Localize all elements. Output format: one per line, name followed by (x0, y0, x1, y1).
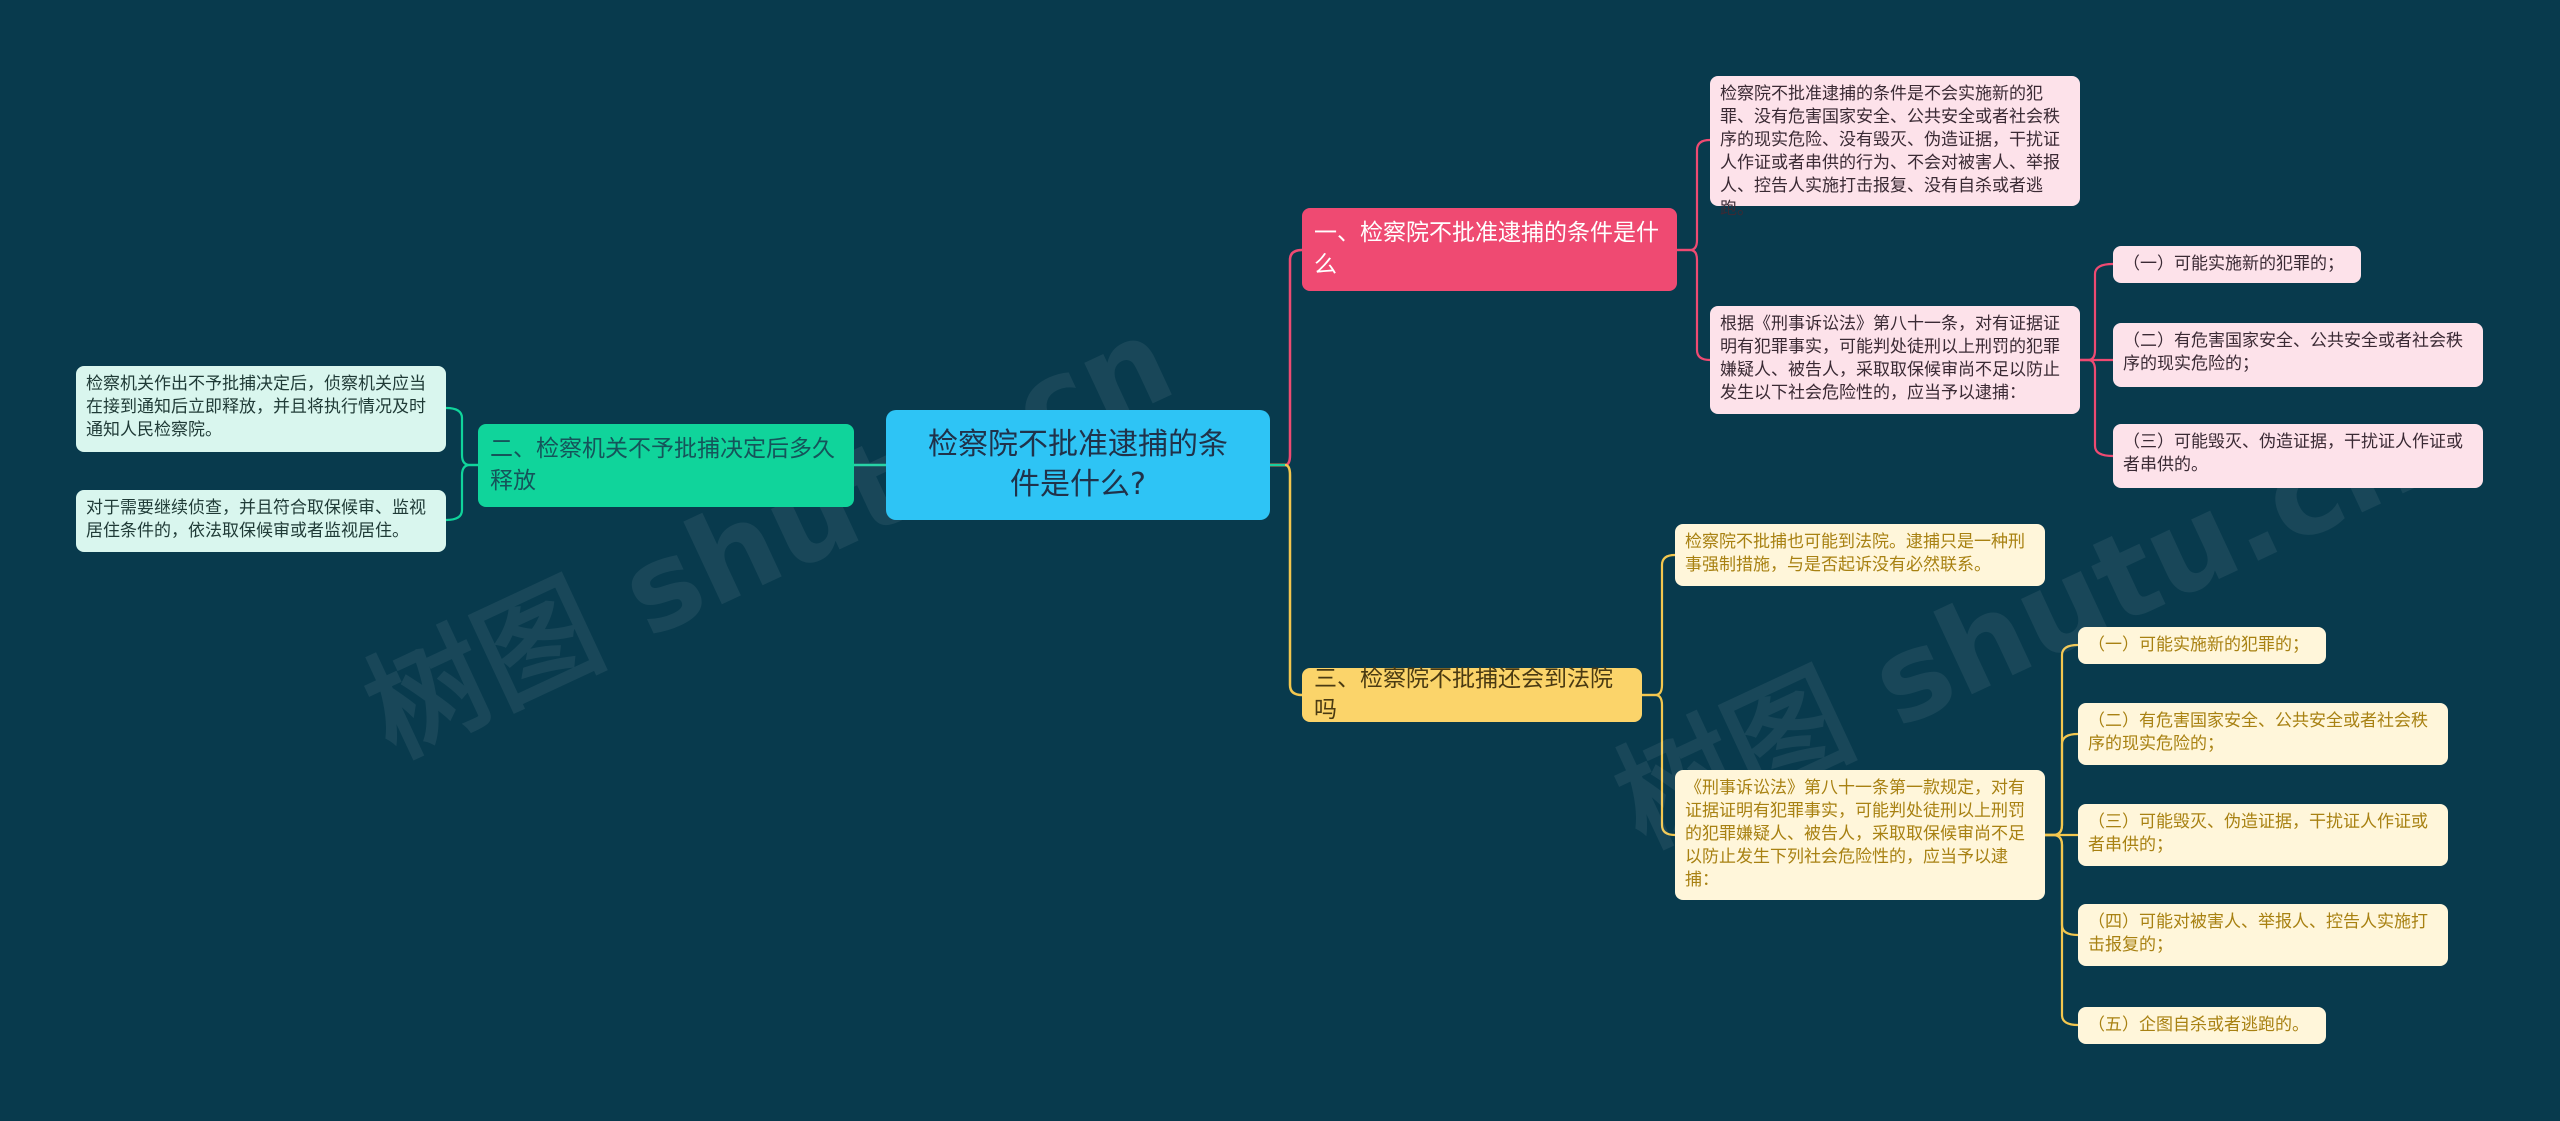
leaf-court-law-item-4-text: （四）可能对被害人、举报人、控告人实施打击报复的； (2088, 912, 2428, 955)
link-b3-sub2 (2045, 732, 2079, 837)
leaf-court-law-item-5-text: （五）企图自杀或者逃跑的。 (2088, 1015, 2309, 1035)
link-b2-leaf2 (445, 463, 478, 522)
branch-conditions[interactable]: 一、检察院不批准逮捕的条件是什么 (1302, 208, 1677, 291)
leaf-court-law-item-1[interactable]: （一）可能实施新的犯罪的； (2078, 627, 2326, 664)
leaf-court-possible-text: 检察院不批捕也可能到法院。逮捕只是一种刑事强制措施，与是否起诉没有必然联系。 (1685, 532, 2025, 575)
leaf-conditions-law-item-1[interactable]: （一）可能实施新的犯罪的； (2113, 246, 2361, 283)
link-b2-leaf1 (445, 406, 478, 467)
leaf-conditions-law-item-3-text: （三）可能毁灭、伪造证据，干扰证人作证或者串供的。 (2123, 432, 2463, 475)
leaf-conditions-law-item-2[interactable]: （二）有危害国家安全、公共安全或者社会秩序的现实危险的； (2113, 323, 2483, 387)
leaf-court-law[interactable]: 《刑事诉讼法》第八十一条第一款规定，对有证据证明有犯罪事实，可能判处徒刑以上刑罚… (1675, 770, 2045, 900)
leaf-conditions-summary[interactable]: 检察院不批准逮捕的条件是不会实施新的犯罪、没有危害国家安全、公共安全或者社会秩序… (1710, 76, 2080, 219)
branch-conditions-label: 一、检察院不批准逮捕的条件是什么 (1314, 220, 1659, 278)
link-b3-sub5 (2045, 833, 2079, 1027)
leaf-court-law-item-2[interactable]: （二）有危害国家安全、公共安全或者社会秩序的现实危险的； (2078, 703, 2448, 765)
link-b1-sub3 (2080, 358, 2114, 458)
link-root-branch1 (1270, 248, 1303, 467)
leaf-court-law-item-3[interactable]: （三）可能毁灭、伪造证据，干扰证人作证或者串供的； (2078, 804, 2448, 866)
branch-court-label: 三、检察院不批捕还会到法院吗 (1314, 665, 1613, 723)
link-b1-leaf2 (1677, 248, 1711, 362)
leaf-court-law-text: 《刑事诉讼法》第八十一条第一款规定，对有证据证明有犯罪事实，可能判处徒刑以上刑罚… (1685, 778, 2025, 890)
leaf-conditions-law-item-3[interactable]: （三）可能毁灭、伪造证据，干扰证人作证或者串供的。 (2113, 424, 2483, 488)
leaf-court-law-item-2-text: （二）有危害国家安全、公共安全或者社会秩序的现实危险的； (2088, 711, 2428, 754)
leaf-conditions-summary-text: 检察院不批准逮捕的条件是不会实施新的犯罪、没有危害国家安全、公共安全或者社会秩序… (1720, 84, 2060, 219)
leaf-court-law-item-1-text: （一）可能实施新的犯罪的； (2088, 635, 2309, 655)
link-b3-leaf1 (1642, 553, 1676, 697)
leaf-conditions-law[interactable]: 根据《刑事诉讼法》第八十一条，对有证据证明有犯罪事实，可能判处徒刑以上刑罚的犯罪… (1710, 306, 2080, 414)
leaf-court-law-item-5[interactable]: （五）企图自杀或者逃跑的。 (2078, 1007, 2326, 1044)
leaf-release-immediately-text: 检察机关作出不予批捕决定后，侦察机关应当在接到通知后立即释放，并且将执行情况及时… (86, 374, 426, 440)
root-topic[interactable]: 检察院不批准逮捕的条件是什么? (886, 410, 1270, 520)
root-topic-label: 检察院不批准逮捕的条件是什么? (928, 426, 1228, 503)
leaf-court-possible[interactable]: 检察院不批捕也可能到法院。逮捕只是一种刑事强制措施，与是否起诉没有必然联系。 (1675, 524, 2045, 586)
leaf-conditions-law-item-2-text: （二）有危害国家安全、公共安全或者社会秩序的现实危险的； (2123, 331, 2463, 374)
link-b3-leaf2 (1642, 693, 1676, 837)
leaf-court-law-item-4[interactable]: （四）可能对被害人、举报人、控告人实施打击报复的； (2078, 904, 2448, 966)
branch-court[interactable]: 三、检察院不批捕还会到法院吗 (1302, 666, 1642, 723)
leaf-release-immediately[interactable]: 检察机关作出不予批捕决定后，侦察机关应当在接到通知后立即释放，并且将执行情况及时… (76, 366, 446, 452)
link-b1-leaf1 (1677, 138, 1711, 252)
leaf-release-bail[interactable]: 对于需要继续侦查，并且符合取保候审、监视居住条件的，依法取保候审或者监视居住。 (76, 490, 446, 552)
branch-release-time-label: 二、检察机关不予批捕决定后多久释放 (490, 436, 835, 494)
leaf-release-bail-text: 对于需要继续侦查，并且符合取保候审、监视居住条件的，依法取保候审或者监视居住。 (86, 498, 426, 541)
leaf-conditions-law-item-1-text: （一）可能实施新的犯罪的； (2123, 254, 2344, 274)
link-root-branch3 (1270, 463, 1303, 697)
leaf-conditions-law-text: 根据《刑事诉讼法》第八十一条，对有证据证明有犯罪事实，可能判处徒刑以上刑罚的犯罪… (1720, 314, 2060, 403)
leaf-court-law-item-3-text: （三）可能毁灭、伪造证据，干扰证人作证或者串供的； (2088, 812, 2428, 855)
link-b1-sub1 (2080, 262, 2114, 362)
branch-release-time[interactable]: 二、检察机关不予批捕决定后多久释放 (478, 424, 854, 507)
